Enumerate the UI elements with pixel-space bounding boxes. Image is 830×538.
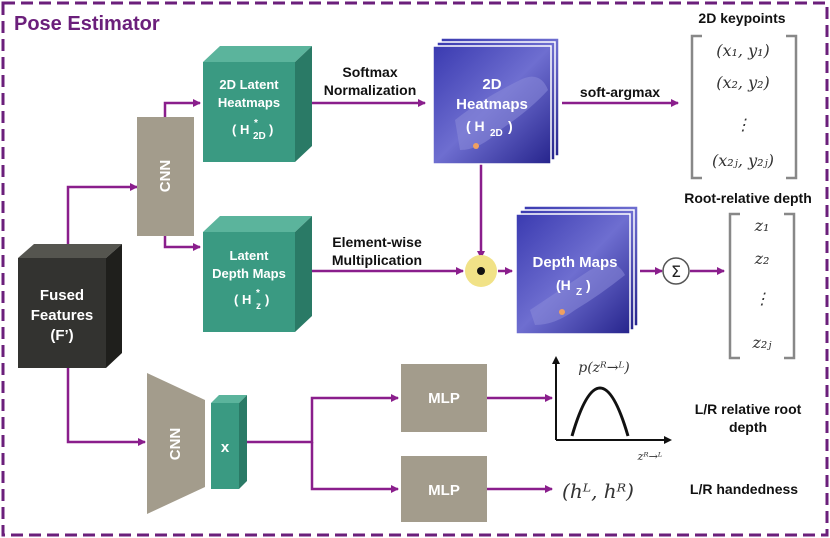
heatmaps-label-1: 2D — [482, 76, 501, 93]
latent-heatmaps-close: ) — [269, 122, 273, 137]
latent-heatmaps-sup: * — [254, 118, 258, 129]
cnn-top-box: CNN — [137, 117, 194, 236]
hand-silhouette-1 — [455, 76, 548, 150]
lr-depth-label-2: depth — [729, 419, 767, 435]
connectors — [66, 99, 725, 493]
sum-node: Σ — [662, 257, 690, 285]
sum-symbol: Σ — [671, 262, 681, 281]
latent-depth-sup: * — [256, 288, 260, 299]
x-feature-box: x — [211, 395, 247, 489]
depth-brackets — [728, 212, 796, 360]
cnn-bottom-box: CNN — [147, 373, 205, 514]
distribution-plot: p(zᴿ→ᴸ) zᴿ→ᴸ — [552, 356, 672, 463]
mlp-1-label: MLP — [428, 390, 460, 407]
fused-features-box: Fused Features (F’) — [18, 244, 122, 368]
hand-silhouette-2 — [530, 263, 625, 325]
fused-label-2: Features — [31, 307, 94, 324]
keypoint-2: (x₂, y₂) — [716, 73, 770, 92]
depth-maps-close: ) — [586, 277, 591, 293]
heatmaps-label-2: Heatmaps — [456, 96, 528, 113]
mlp-2-label: MLP — [428, 482, 460, 499]
keypoint-last: (x₂ⱼ, y₂ⱼ) — [712, 151, 774, 170]
latent-depth-label-1: Latent — [230, 248, 270, 263]
softmax-label-2: Normalization — [324, 82, 417, 98]
keypoints-brackets — [690, 34, 798, 180]
depth-maps-sub: Z — [576, 287, 582, 298]
depth-last: z₂ⱼ — [751, 333, 772, 352]
latent-depth-box: Latent Depth Maps ( H * z ) — [203, 216, 312, 332]
depth-maps-sym: (H — [556, 277, 571, 293]
x-label: x — [221, 439, 230, 456]
elementwise-label-2: Multiplication — [332, 252, 422, 268]
handedness-label: L/R handedness — [690, 481, 798, 497]
arrow-fused-to-cnn-top — [66, 183, 138, 258]
arrow-x-to-mlp1 — [247, 394, 399, 444]
latent-depth-sym: ( H — [234, 292, 251, 307]
soft-argmax-label: soft-argmax — [580, 84, 660, 100]
latent-heatmaps-box: 2D Latent Heatmaps ( H * 2D ) — [203, 46, 312, 162]
multiplication-node — [465, 255, 497, 287]
latent-heatmaps-label-2: Heatmaps — [218, 95, 280, 110]
handedness-formula: (hᴸ, hᴿ) — [562, 479, 634, 503]
depth-1: z₁ — [754, 216, 770, 235]
latent-depth-close: ) — [265, 292, 269, 307]
latent-depth-sub: z — [256, 301, 261, 312]
latent-heatmaps-label-1: 2D Latent — [219, 77, 279, 92]
latent-depth-label-2: Depth Maps — [212, 266, 286, 281]
depth-dots: ⋮ — [754, 289, 770, 308]
elementwise-label-1: Element-wise — [332, 234, 422, 250]
heatmaps-close: ) — [508, 118, 513, 134]
diagram-title: Pose Estimator — [14, 13, 160, 35]
heatmaps-sub: 2D — [490, 128, 503, 139]
lr-depth-label-1: L/R relative root — [695, 401, 802, 417]
keypoint-dots: ⋮ — [735, 115, 751, 134]
depth-2: z₂ — [754, 249, 770, 268]
cnn-bottom-label: CNN — [167, 428, 184, 461]
depth-maps-label: Depth Maps — [532, 254, 617, 271]
keypoint-1: (x₁, y₁) — [716, 41, 770, 60]
heatmaps-stack: 2D Heatmaps ( H 2D ) — [432, 37, 560, 165]
plot-curve — [570, 386, 630, 437]
plot-ylabel: p(zᴿ→ᴸ) — [578, 360, 629, 376]
arrow-cnn-to-latent-heatmaps — [163, 99, 201, 117]
softmax-label-1: Softmax — [342, 64, 397, 80]
arrow-fused-to-cnn-bottom — [66, 368, 146, 446]
keypoints-title: 2D keypoints — [698, 10, 785, 26]
latent-heatmaps-sub: 2D — [253, 131, 266, 142]
keypoint-spot — [473, 143, 479, 149]
heatmaps-sym: ( H — [466, 118, 485, 134]
depth-spot — [559, 309, 565, 315]
latent-heatmaps-sym: ( H — [232, 122, 249, 137]
cnn-top-label: CNN — [157, 160, 174, 193]
depth-title: Root-relative depth — [684, 190, 812, 206]
fused-label-1: Fused — [40, 287, 84, 304]
plot-xlabel: zᴿ→ᴸ — [637, 450, 663, 463]
fused-label-3: (F’) — [50, 327, 73, 344]
mlp-1-box: MLP — [401, 364, 487, 432]
depth-maps-stack: Depth Maps (H Z ) — [515, 205, 639, 335]
arrow-x-to-mlp2 — [310, 442, 399, 493]
mlp-2-box: MLP — [401, 456, 487, 522]
arrow-cnn-to-latent-depth — [163, 236, 201, 251]
